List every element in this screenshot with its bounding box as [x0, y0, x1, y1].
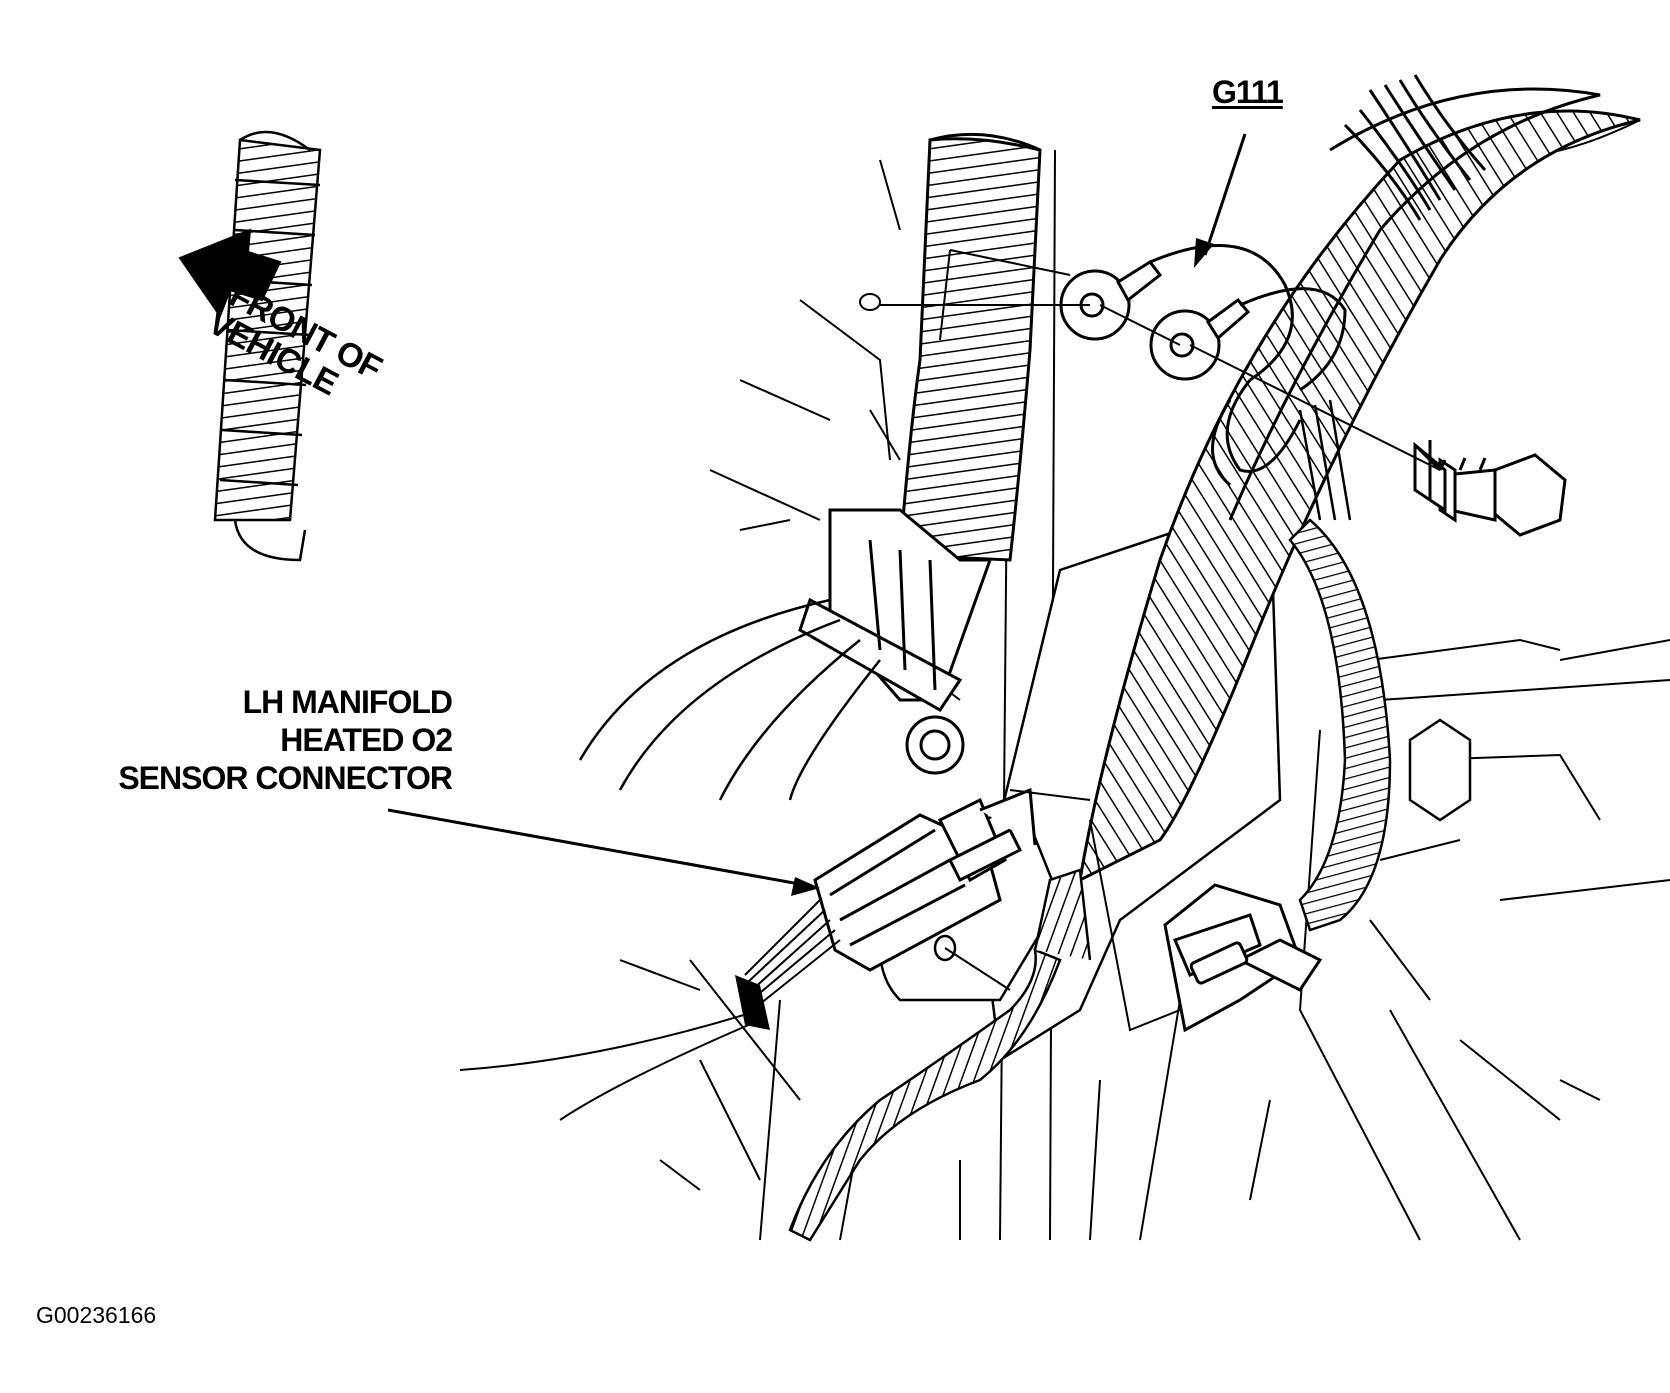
mounting-bolt [1413, 440, 1567, 537]
right-pigtail-harness [1288, 399, 1392, 932]
upper-connector [798, 508, 993, 775]
right-connector [1163, 883, 1323, 1033]
vertical-conduit [898, 132, 1042, 562]
lower-harness [788, 868, 1092, 1242]
sensor-label-line1: LH MANIFOLD [242, 684, 453, 720]
front-arrow-icon [178, 228, 282, 319]
nut [859, 293, 881, 311]
wire-tape [735, 975, 770, 1030]
callout-arrowheads [791, 238, 1214, 896]
alignment-lines [880, 249, 1441, 1032]
o2-sensor-connector [813, 787, 1037, 972]
sensor-connector-label: LH MANIFOLD HEATED O2 SENSOR CONNECTOR [40, 683, 453, 797]
ground-label: G111 [1212, 74, 1284, 110]
sensor-label-line2: HEATED O2 [280, 722, 453, 758]
wire-bundle-top [1343, 74, 1487, 221]
upper-connector-wires [578, 598, 881, 801]
main-harness [1078, 87, 1641, 883]
sensor-wires [459, 899, 841, 1121]
figure-id: G00236166 [36, 1302, 157, 1328]
callout-leaders [387, 133, 1247, 887]
ground-terminals [1059, 244, 1347, 487]
sensor-label-line3: SENSOR CONNECTOR [118, 760, 453, 796]
